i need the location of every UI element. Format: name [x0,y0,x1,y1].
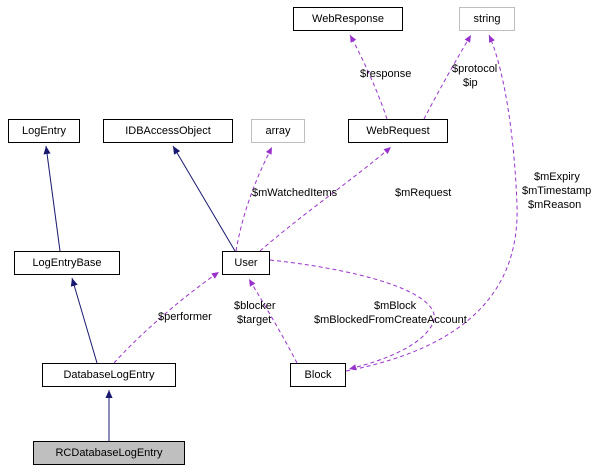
edge-label-mwatcheditems: $mWatchedItems [252,187,338,199]
node-idbaccessobject[interactable]: IDBAccessObject [103,119,233,143]
node-webrequest[interactable]: WebRequest [348,119,448,143]
edge-label-mblockedfromcreateaccount: $mBlockedFromCreateAccount [314,314,467,326]
edge-label-ip: $ip [463,77,478,89]
edge-label-target: $target [237,314,271,326]
edge-label-mrequest: $mRequest [395,187,451,199]
edge-label-protocol: $protocol [452,63,497,75]
node-webresponse[interactable]: WebResponse [293,7,403,31]
edge-collab-webrequest-string [423,34,472,120]
node-logentrybase[interactable]: LogEntryBase [14,251,120,275]
edge-collab-databaselogentry-user [113,271,220,364]
edge-inherit-user-idbaccessobject [172,145,236,252]
edge-label-mexpiry: $mExpiry [534,171,580,183]
edge-label-response: $response [360,68,411,80]
edge-inherit-databaselogentry-logentrybase [70,277,98,364]
edge-label-mreason: $mReason [528,199,581,211]
node-string: string [459,7,515,31]
edge-collab-block-user [248,278,298,364]
node-user[interactable]: User [222,251,270,275]
edge-label-mblock: $mBlock [374,300,417,312]
edge-label-mtimestamp: $mTimestamp [522,185,591,197]
edge-label-performer: $performer [158,311,212,323]
edge-collab-user-block [269,259,435,371]
edge-label-blocker: $blocker [234,300,276,312]
node-rcdatabaselogentry: RCDatabaseLogEntry [33,441,185,465]
node-block[interactable]: Block [290,363,346,387]
edge-collab-user-webrequest [259,146,392,252]
edge-collab-webrequest-webresponse [349,34,388,120]
node-array: array [251,119,305,143]
node-logentry[interactable]: LogEntry [8,119,80,143]
edge-inherit-logentrybase-logentry [43,145,61,252]
edge-collab-block-string [345,34,518,372]
edge-collab-user-array [235,146,273,252]
node-databaselogentry[interactable]: DatabaseLogEntry [42,363,176,387]
